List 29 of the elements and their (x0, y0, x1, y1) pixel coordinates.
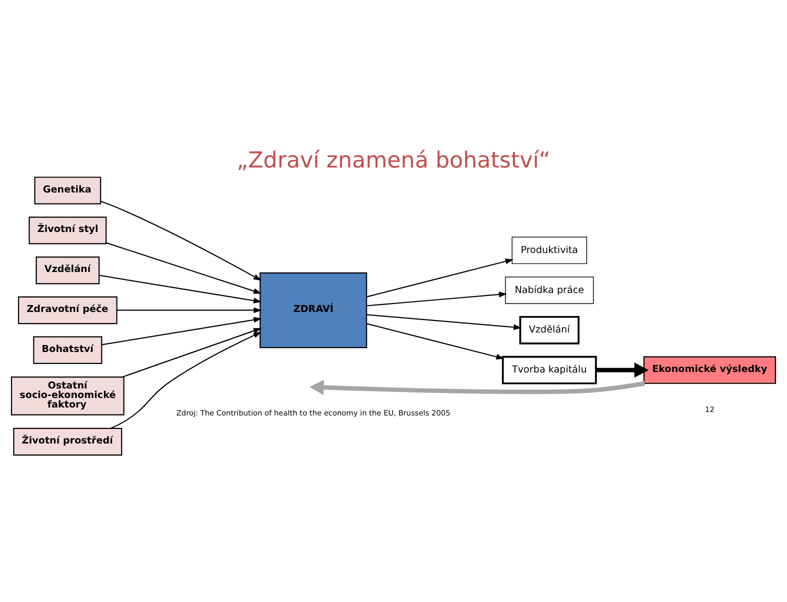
arrow (366, 314, 522, 330)
node-box: Zdravotní péče (18, 296, 118, 324)
node-box: Vzdělání (36, 256, 100, 284)
arrow (99, 274, 262, 304)
node-box: Ekonomické výsledky (643, 356, 776, 384)
arrow (366, 323, 504, 360)
label: 12 (705, 404, 714, 414)
arrow (596, 362, 649, 378)
arrow (100, 200, 262, 281)
node-box: Ostatní socio-ekonomické faktory (10, 376, 124, 416)
node-box: Genetika (34, 176, 102, 204)
arrow (106, 242, 262, 294)
label: Zdroj: The Contribution of health to the economy in the EU, Brussels 2005 (176, 408, 450, 418)
arrow (102, 317, 262, 346)
arrow (122, 328, 262, 378)
node-box: Vzdělání (519, 316, 580, 344)
node-box: Tvorba kapitálu (502, 356, 597, 384)
node-box: Produktivita (512, 236, 588, 264)
node-box: Bohatství (33, 336, 102, 364)
arrow (366, 292, 508, 306)
node-box: ZDRAVÍ (260, 272, 368, 348)
diagram-title: „Zdraví znamená bohatství“ (236, 148, 550, 174)
arrow (116, 307, 262, 314)
node-box: Nabídka práce (505, 276, 594, 304)
node-box: Životní prostředí (13, 428, 122, 456)
node-box: Životní styl (28, 216, 107, 244)
arrow (110, 332, 262, 429)
arrow (309, 380, 646, 395)
arrow (366, 258, 514, 298)
